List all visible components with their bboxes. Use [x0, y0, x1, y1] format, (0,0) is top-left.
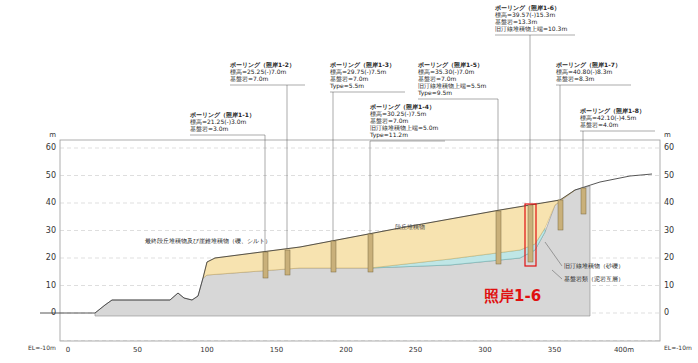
axis-tick: 300: [478, 347, 491, 354]
axis-tick: 60: [46, 144, 56, 152]
layer-label: 旧汀線堆積物（砂礫）: [564, 263, 624, 269]
axis-tick: 50: [133, 347, 142, 354]
bedrock: [95, 186, 590, 316]
axis-tick: 20: [664, 254, 674, 262]
layer-label: 最終段丘堆積物及び崖錐堆積物（礫、シルト）: [145, 238, 271, 244]
axis-tick: 50: [664, 172, 674, 180]
axis-tick: 100: [200, 347, 213, 354]
boring-callout: 標高=29.75(-)7.5m: [330, 69, 386, 75]
highlight-label: 照岸1-6: [484, 289, 541, 304]
axis-note: EL=-10m: [664, 345, 692, 351]
boring-callout: Type=11.2m: [370, 132, 408, 138]
boring-callout: 旧汀線堆積物上端=5.0m: [370, 125, 438, 131]
boring-callout: Type=9.5m: [418, 90, 452, 96]
boring-callout: 基盤岩=7.0m: [230, 76, 268, 82]
borehole-columns: [263, 188, 586, 278]
boring-callout: ボーリング（照岸1-6）: [495, 5, 560, 11]
grid-lines: [60, 148, 660, 341]
axis-tick: 0: [51, 309, 56, 317]
boring-callout: ボーリング（照岸1-7）: [556, 62, 621, 68]
boring-callout: ボーリング（照岸1-4）: [370, 104, 435, 110]
boring-callout: ボーリング（照岸1-5）: [418, 62, 483, 68]
axis-tick: 20: [46, 254, 56, 262]
boring-callout: 標高=21.25(-)3.0m: [190, 119, 246, 125]
axis-tick: 10: [664, 282, 674, 290]
boring-callout: 旧汀線堆積物上端=5.5m: [418, 83, 486, 89]
boring-callout: 基盤岩=7.0m: [330, 76, 368, 82]
boring-callout: 標高=40.80(-)8.3m: [556, 69, 612, 75]
axis-tick: 30: [664, 227, 674, 235]
boring-callout: ボーリング（照岸1-3）: [330, 62, 395, 68]
grid-line: [60, 340, 660, 341]
boring-callout: 基盤岩=7.0m: [418, 76, 456, 82]
layer-label: 段丘堆積物: [395, 224, 425, 230]
boring-callout: ボーリング（照岸1-2）: [230, 62, 295, 68]
axis-unit: m: [49, 132, 56, 139]
axis-tick: 50: [46, 172, 56, 180]
boring-callout: 基盤岩=13.3m: [495, 19, 537, 25]
layer-label: 基盤岩類（泥岩互層）: [564, 276, 624, 282]
terrace-deposit: [203, 190, 575, 278]
axis-note: EL=-10m: [28, 345, 56, 351]
axis-tick: 10: [46, 282, 56, 290]
boring-callout: 基盤岩=3.0m: [190, 126, 228, 132]
grid-line: [60, 175, 660, 176]
boring-callout: 基盤岩=8.3m: [556, 76, 594, 82]
axis-tick: 40: [664, 199, 674, 207]
axis-tick: 0: [664, 309, 669, 317]
axis-tick: 400m: [614, 347, 634, 354]
axis-tick: 200: [339, 347, 352, 354]
boring-callout: 標高=39.57(-)15.3m: [495, 12, 555, 18]
frame: [60, 140, 660, 341]
axis-tick: 40: [46, 199, 56, 207]
axis-tick: 150: [270, 347, 283, 354]
boring-callout: 旧汀線堆積物上端=10.3m: [495, 26, 567, 32]
boring-callout: 基盤岩=4.0m: [580, 122, 618, 128]
grid-line: [60, 148, 660, 149]
boring-callout: 標高=30.25(-)7.5m: [370, 111, 426, 117]
boring-callout: 基盤岩=7.0m: [370, 118, 408, 124]
axis-tick: 350: [548, 347, 561, 354]
axis-tick: 60: [664, 144, 674, 152]
axis-tick: 30: [46, 227, 56, 235]
boring-callout: Type=5.5m: [330, 83, 364, 89]
boring-callout: 標高=25.25(-)7.0m: [230, 69, 286, 75]
axis-tick: 0: [66, 347, 70, 354]
axis-tick: 250: [409, 347, 422, 354]
boring-callout: ボーリング（照岸1-8）: [580, 108, 645, 114]
boring-callout: 標高=42.10(-)4.5m: [580, 115, 636, 121]
axis-unit: m: [664, 132, 671, 139]
boring-callout: 標高=35.30(-)7.0m: [418, 69, 474, 75]
highlight-box: [525, 204, 536, 266]
boring-callout: ボーリング（照岸1-1）: [190, 112, 255, 118]
